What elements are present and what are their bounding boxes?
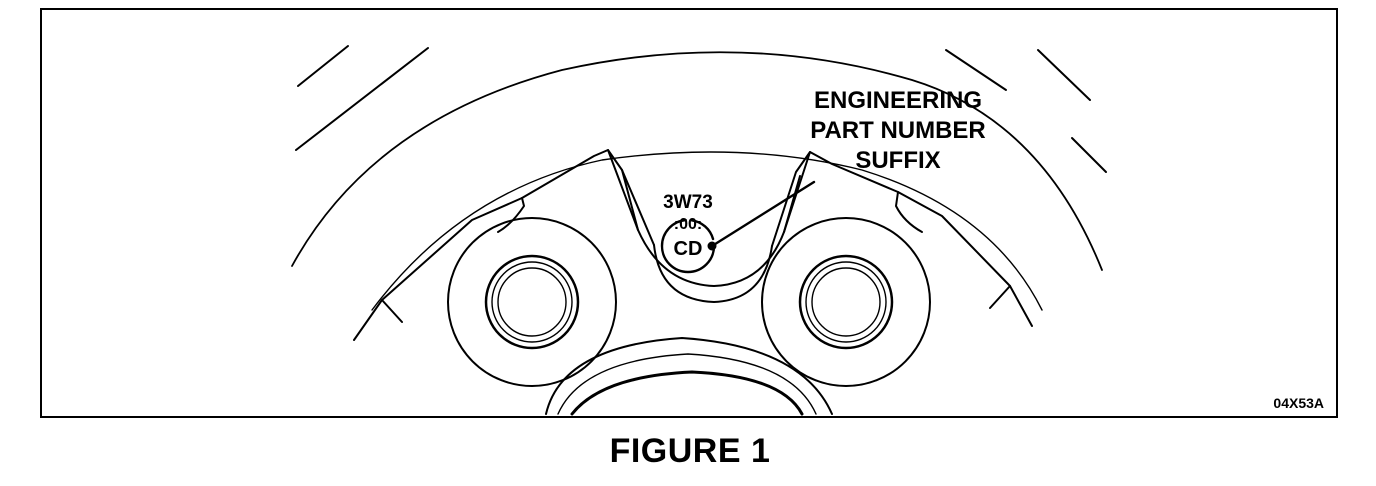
gear-illustration: 3W73 :00: CD ENGINEERING PART NUMBER SUF…: [291, 45, 1324, 416]
callout-leader-dot: [707, 241, 717, 251]
inner-rim-arc: [371, 151, 1043, 311]
outer-arc-lines: [295, 45, 1107, 173]
outer-rim-arc: [291, 51, 1103, 271]
right-bolt-boss: [761, 217, 931, 387]
callout-leader-line: [710, 180, 816, 248]
gear-flange: [353, 149, 1033, 341]
stamp-code-mid: :00:: [674, 216, 702, 233]
figure-caption: FIGURE 1: [609, 432, 771, 470]
callout-line-3: SUFFIX: [855, 147, 940, 174]
callout-line-1: ENGINEERING: [814, 87, 982, 114]
figure-id-label: 04X53A: [1273, 395, 1324, 411]
figure-frame: 3W73 :00: CD ENGINEERING PART NUMBER SUF…: [40, 8, 1338, 418]
stamp-code-top: 3W73: [663, 192, 713, 213]
callout-line-2: PART NUMBER: [810, 117, 986, 144]
stamp-code-suffix: CD: [674, 238, 703, 260]
center-hub: [545, 337, 833, 416]
left-bolt-boss: [447, 217, 617, 387]
